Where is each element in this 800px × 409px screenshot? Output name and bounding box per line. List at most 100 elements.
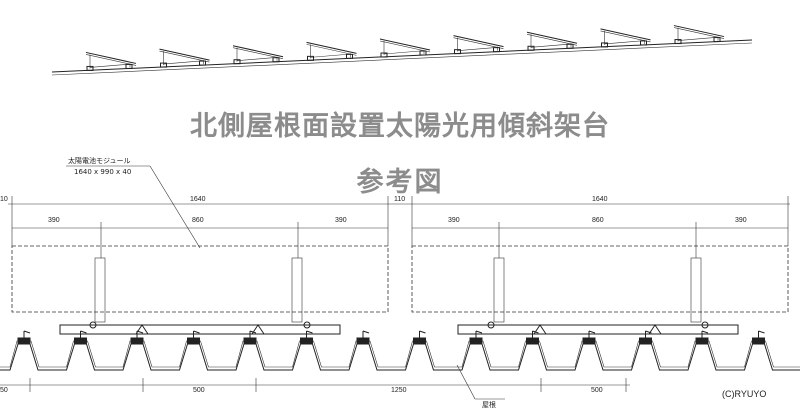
tilt-frame	[453, 35, 504, 55]
frame-foot-front	[601, 42, 608, 48]
bracket-tip	[701, 330, 709, 334]
dim-left-seg3: 390	[335, 217, 347, 224]
frame-foot-rear	[640, 40, 647, 46]
frame-foot-front	[307, 55, 314, 61]
frame-panel	[453, 35, 504, 48]
top-dimensions: 10 1640 110 1640 390 860 390 390 860 390	[0, 196, 790, 258]
dim-right-panel: 1640	[592, 196, 608, 203]
roof-bracket	[582, 330, 596, 344]
frame-panel	[379, 38, 431, 51]
frame-panel-edge	[526, 33, 578, 46]
bracket-clamp	[752, 337, 765, 344]
frame-foot-front	[380, 52, 388, 58]
frame-foot-rear	[272, 57, 280, 63]
roof-bracket	[413, 330, 426, 344]
roof-bracket	[695, 330, 709, 344]
frame-foot-front	[527, 45, 535, 51]
frame-panel-edge	[379, 40, 431, 53]
frame-foot-front	[674, 39, 682, 45]
bracket-tip	[645, 330, 652, 334]
frame-foot-front	[454, 49, 461, 55]
frame-panel	[159, 48, 210, 61]
frame-panel-edge	[159, 50, 210, 63]
roof-bracket	[17, 330, 31, 344]
bracket-clamp	[17, 337, 31, 344]
bracket-clamp	[469, 337, 483, 344]
dim-left-panel: 1640	[190, 196, 206, 203]
bracket-tip	[193, 330, 200, 334]
dim-bottom-1: 50	[0, 387, 8, 394]
roof-label: 屋根	[482, 400, 496, 409]
frame-panel-edge	[453, 37, 504, 49]
tilt-frame	[600, 28, 651, 48]
tilt-frame	[526, 31, 578, 51]
rail-left	[59, 324, 341, 335]
bracket-clamp	[582, 337, 596, 344]
dim-bottom-4: 500	[591, 387, 603, 394]
bottom-dimensions: 50 500 1250 500	[0, 378, 630, 394]
module-right	[411, 245, 789, 313]
dim-right-seg1: 390	[448, 217, 460, 224]
roof-slope-line	[51, 39, 753, 73]
bracket-clamp	[639, 337, 652, 344]
frame-panel	[85, 51, 137, 64]
frame-panel-edge	[306, 44, 357, 56]
bracket-r2	[690, 257, 702, 323]
frame-brace	[457, 47, 494, 51]
frame-brace	[677, 37, 715, 41]
frame-panel	[232, 45, 284, 58]
frame-foot-rear	[346, 53, 353, 59]
tilt-frames	[85, 25, 725, 71]
dim-left-seg2: 860	[192, 217, 204, 224]
roof-callout: 屋根	[456, 364, 505, 409]
frame-panel	[600, 28, 651, 41]
rails	[59, 321, 739, 335]
frame-foot-rear	[713, 37, 721, 43]
frame-panel-edge	[673, 27, 725, 39]
dim-bottom-2: 500	[193, 387, 205, 394]
bracket-r1	[493, 257, 505, 323]
frame-foot-rear	[493, 47, 500, 53]
drawing-subtitle: 参考図	[356, 167, 444, 198]
frame-panel	[306, 41, 357, 54]
frame-brace	[604, 40, 641, 45]
bracket-tip	[588, 330, 596, 334]
tilt-frame	[232, 45, 284, 65]
frame-brace	[383, 50, 421, 55]
modules	[11, 245, 789, 323]
frame-foot-front	[86, 65, 94, 71]
roof-profile-outer	[0, 343, 800, 371]
bracket-clamp	[243, 337, 257, 344]
rail-support	[135, 324, 149, 335]
dim-right-seg2: 860	[592, 217, 604, 224]
bracket-tip	[23, 330, 31, 334]
dim-bottom-3: 1250	[391, 387, 407, 394]
dim-left-seg1: 390	[48, 217, 60, 224]
copyright: (C)RYUYO	[722, 389, 766, 399]
module-callout: 太陽電池モジュール 1640 x 990 x 40	[66, 156, 201, 249]
tilt-frame	[159, 48, 210, 68]
bracket-clamp	[526, 337, 539, 344]
frame-panel	[673, 25, 725, 38]
roof-bracket	[639, 330, 652, 344]
rail-support	[533, 324, 547, 335]
frame-foot-rear	[566, 43, 574, 49]
drawing-title: 北側屋根面設置太陽光用傾斜架台	[190, 111, 610, 142]
dim-right-seg3: 390	[735, 217, 747, 224]
tilt-frame	[85, 51, 137, 71]
frame-panel-edge	[600, 30, 651, 43]
frame-brace	[310, 54, 347, 58]
bracket-clamp	[695, 337, 709, 344]
bracket-l1	[94, 257, 106, 323]
roof-bracket	[187, 330, 200, 344]
module-size: 1640 x 990 x 40	[74, 168, 131, 176]
frame-panel-edge	[85, 54, 137, 66]
frame-panel-edge	[232, 47, 284, 60]
bracket-clamp	[130, 337, 144, 344]
bracket-tip	[475, 330, 483, 334]
clamp-l2	[303, 321, 311, 329]
frame-brace	[236, 57, 274, 62]
frame-foot-front	[160, 62, 167, 68]
tilt-frame	[379, 38, 431, 58]
